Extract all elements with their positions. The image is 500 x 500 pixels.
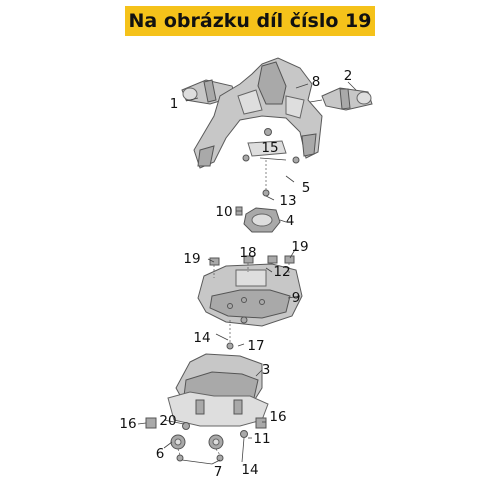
callout-14-bottom: 14 [241,462,258,478]
callout-15: 15 [261,140,278,156]
callout-16-left: 16 [119,416,136,432]
screw-icon [226,342,234,350]
leader-lines [137,81,357,465]
callout-1: 1 [170,96,179,112]
washer-icon [216,454,224,462]
upper-bracket-assembly [181,57,373,169]
license-lamp-group [235,160,281,233]
clip-icon [209,257,220,266]
callout-9: 9 [292,290,301,306]
callout-18: 18 [239,245,256,261]
part-number-banner: Na obrázku díl číslo 19 [125,6,375,36]
callout-19-right: 19 [291,239,308,255]
callout-11: 11 [253,431,270,447]
screw-icon [292,156,300,164]
callout-4: 4 [286,213,295,229]
callout-16-right: 16 [269,409,286,425]
clip-icon [243,255,254,264]
callout-labels: 1 2 8 15 5 13 10 4 19 18 19 12 9 14 17 3… [119,68,352,480]
banner-text: Na obrázku díl číslo 19 [128,10,372,32]
mudguard-bracket [193,57,323,169]
screw-icon [242,154,250,162]
callout-6: 6 [156,446,165,462]
bracket-icon [145,417,157,429]
callout-17: 17 [247,338,264,354]
rear-mudguard-assembly [145,353,269,462]
mounting-plate-assembly [197,255,303,350]
bolt-icon [262,189,270,197]
callout-8: 8 [312,74,321,90]
callout-2: 2 [344,68,353,84]
callout-5: 5 [302,180,311,196]
screw-icon [240,316,248,324]
clip-icon [267,255,278,264]
turn-signal-right [309,87,373,111]
license-plate-holder [247,140,287,157]
callout-12: 12 [273,264,290,280]
callout-10: 10 [215,204,232,220]
callout-14-middle: 14 [193,330,210,346]
screw-icon [264,128,272,136]
callout-7: 7 [214,464,223,480]
screw-icon [182,422,190,430]
callout-3: 3 [262,362,271,378]
washer-icon [176,454,184,462]
screw-icon [240,430,248,438]
callout-20: 20 [159,413,176,429]
clip-icon [284,255,295,264]
callout-13: 13 [279,193,296,209]
bracket-icon [255,417,267,429]
callout-19-left: 19 [183,251,200,267]
